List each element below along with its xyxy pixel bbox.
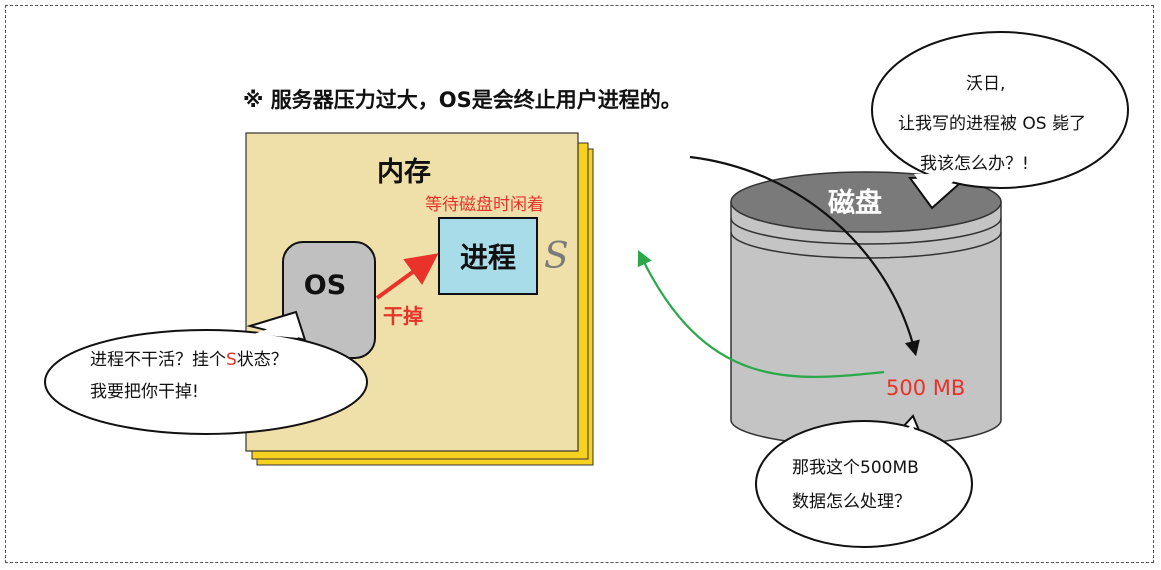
process-label: 进程	[459, 241, 516, 274]
diagram-frame	[5, 5, 1154, 563]
process-speech-text: 沃日, 让我写的进程被 OS 毙了 我该怎么办？!	[888, 64, 1086, 184]
os-speech-line-1: 进程不干活？挂个S状态？	[90, 350, 288, 370]
process-speech-line-1: 沃日,	[966, 74, 1006, 94]
process-speech-bubble	[871, 31, 1129, 210]
disk-cylinder	[730, 171, 1002, 447]
process-speech-line-3: 我该怎么办？!	[920, 154, 1029, 174]
disk-speech-line-1: 那我这个500MB	[792, 458, 919, 478]
disk-speech-text: 那我这个500MB 数据怎么处理？	[792, 451, 919, 519]
kill-label: 干掉	[383, 304, 423, 328]
disk-speech-line-2: 数据怎么处理？	[792, 492, 911, 512]
os-speech-bubble	[44, 310, 368, 435]
waiting-label: 等待磁盘时闲着	[425, 195, 544, 215]
page-title: ※ 服务器压力过大，OS是会终止用户进程的。	[243, 88, 682, 112]
disk-speech-bubble	[755, 414, 973, 548]
write-to-disk-arrow	[689, 155, 920, 357]
memory-label: 内存	[377, 157, 431, 188]
os-speech-text: 进程不干活？挂个S状态？ 我要把你干掉!	[90, 344, 288, 408]
kill-arrow	[375, 253, 439, 300]
os-speech-line-2: 我要把你干掉!	[90, 382, 199, 402]
sleep-state-symbol: S	[544, 236, 569, 277]
disk-label: 磁盘	[828, 188, 882, 219]
data-return-arrow	[637, 250, 885, 378]
process-speech-line-2: 让我写的进程被 OS 毙了	[898, 114, 1086, 134]
process-box: 进程	[438, 217, 538, 295]
data-size-label: 500 MB	[886, 376, 966, 400]
os-label: OS	[303, 270, 347, 301]
